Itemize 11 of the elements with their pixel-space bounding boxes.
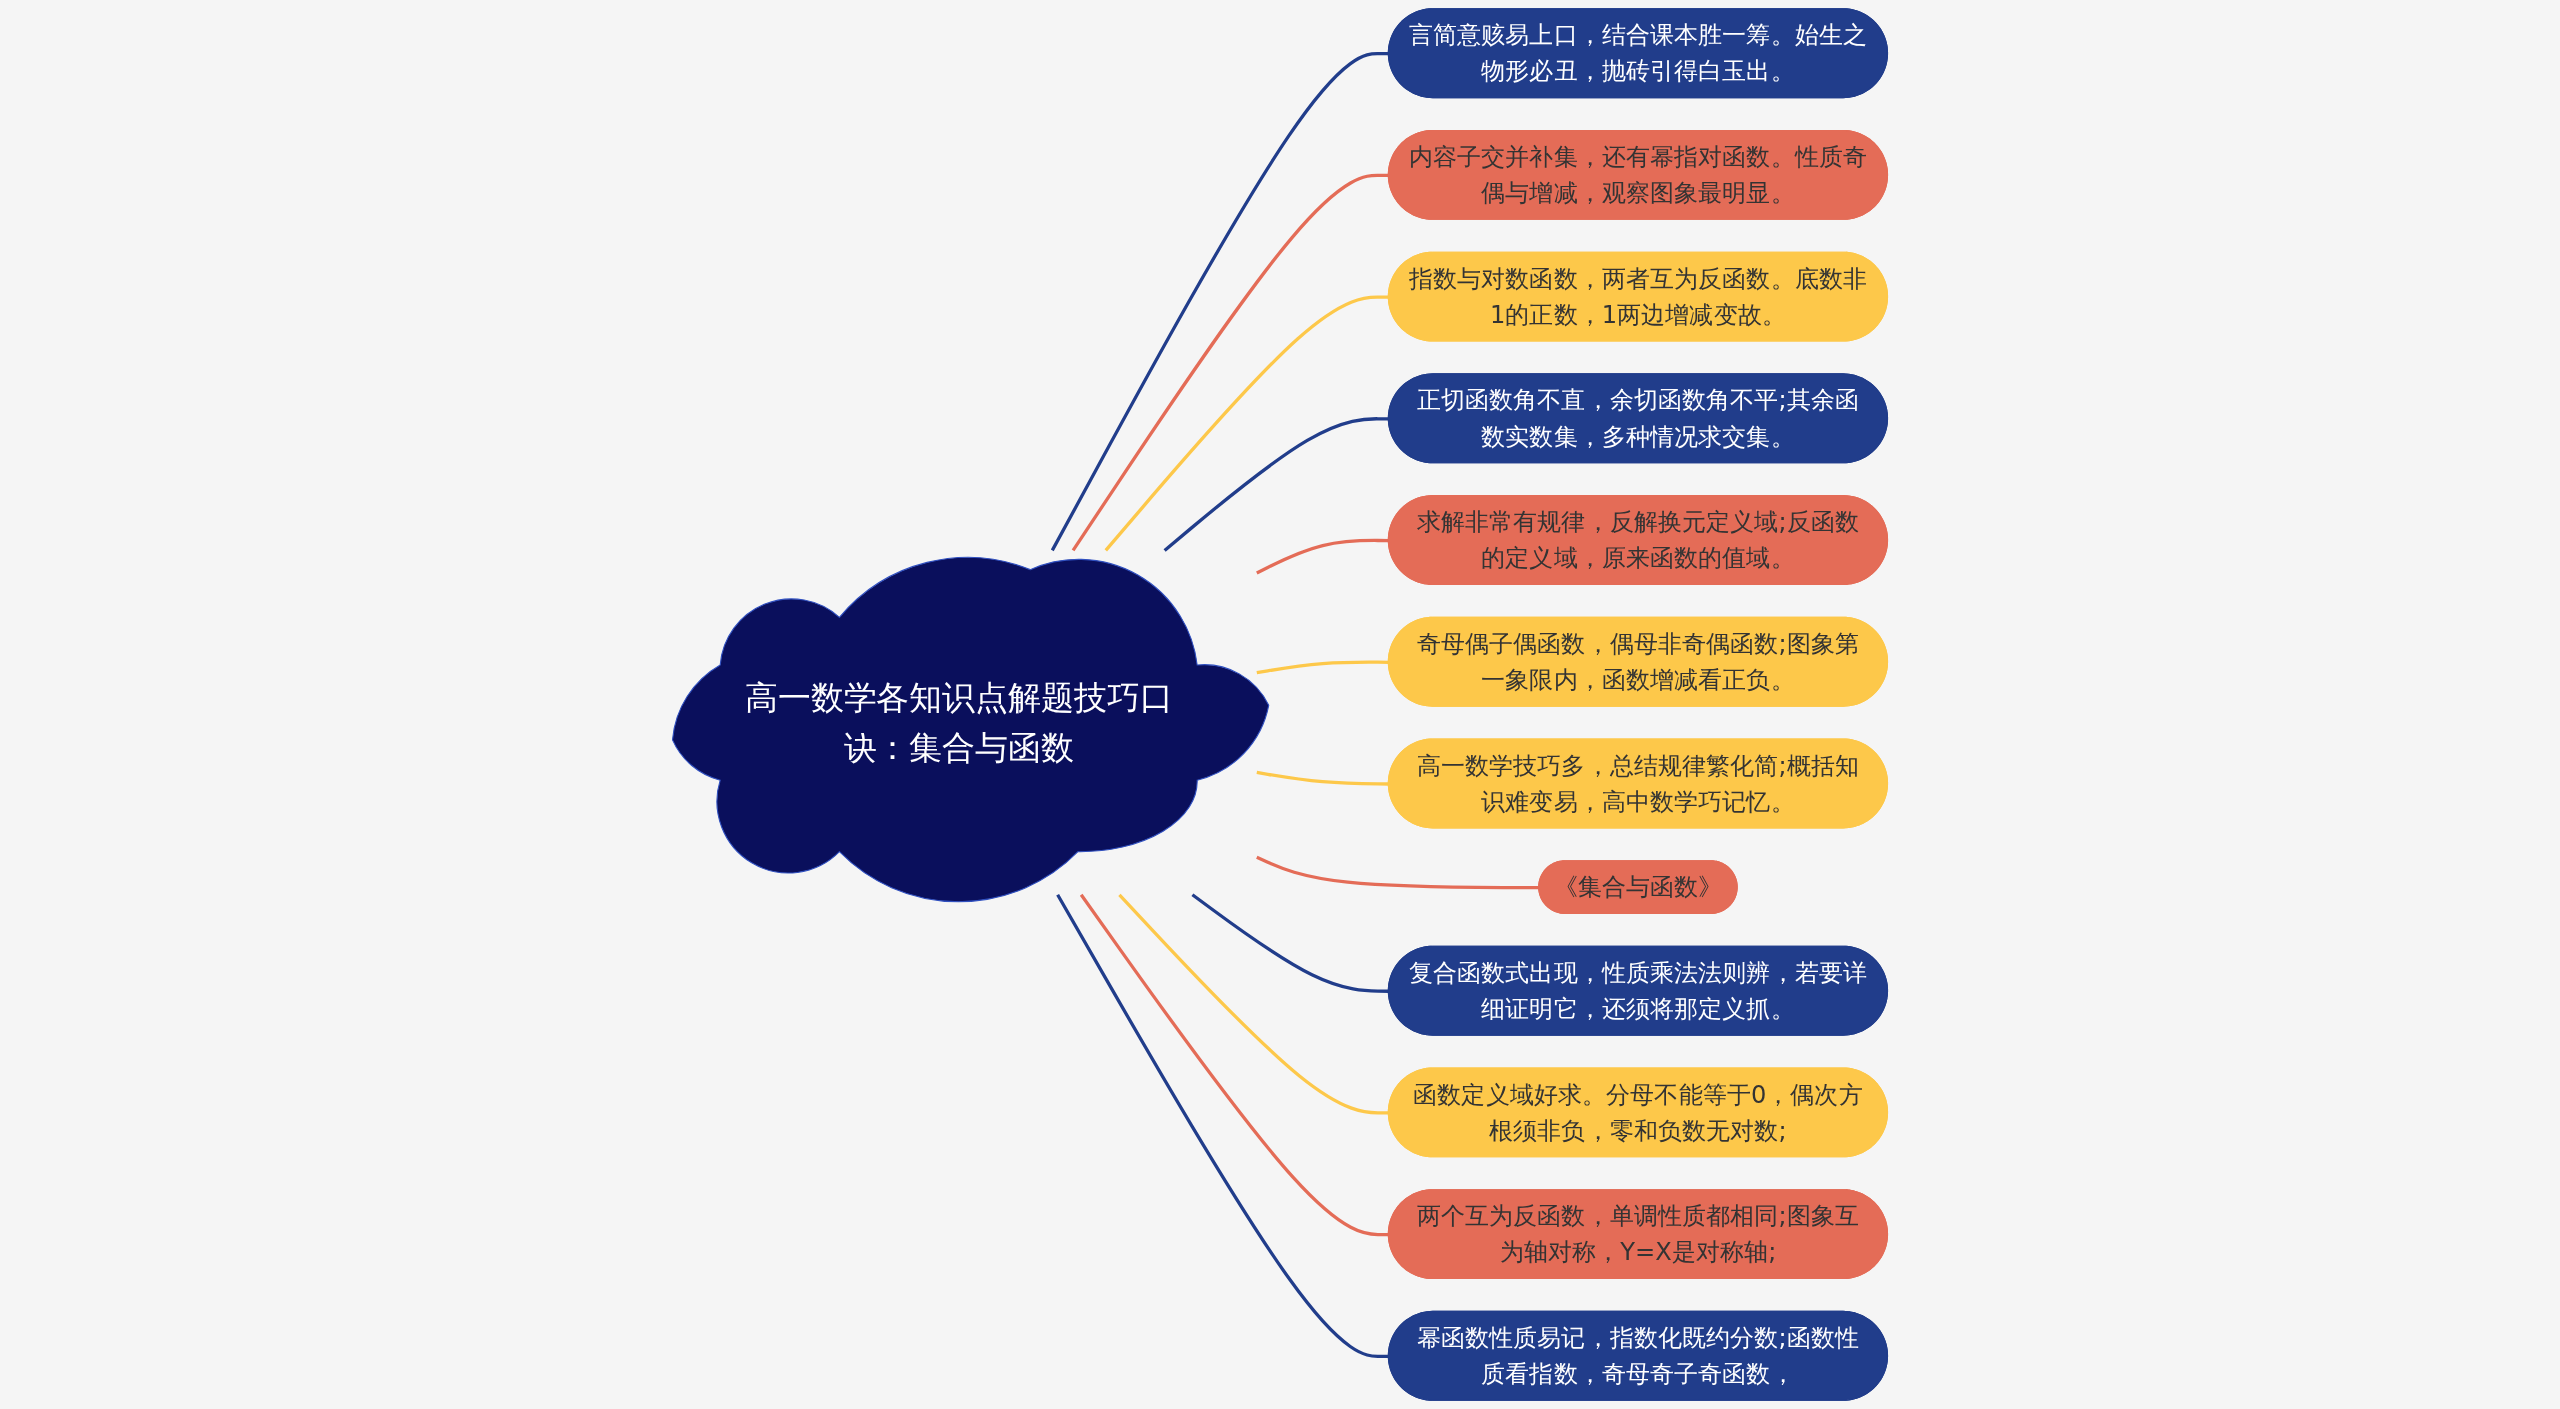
- connector: [1071, 173, 1389, 552]
- connector: [1056, 893, 1389, 1358]
- connector: [1079, 893, 1389, 1237]
- connector: [1163, 417, 1389, 552]
- connector: [1050, 52, 1389, 552]
- connector: [1256, 770, 1389, 786]
- connector: [1118, 893, 1389, 1115]
- connector: [1256, 538, 1389, 575]
- connector: [1191, 893, 1389, 993]
- connector: [1104, 295, 1389, 552]
- connector: [1256, 660, 1389, 675]
